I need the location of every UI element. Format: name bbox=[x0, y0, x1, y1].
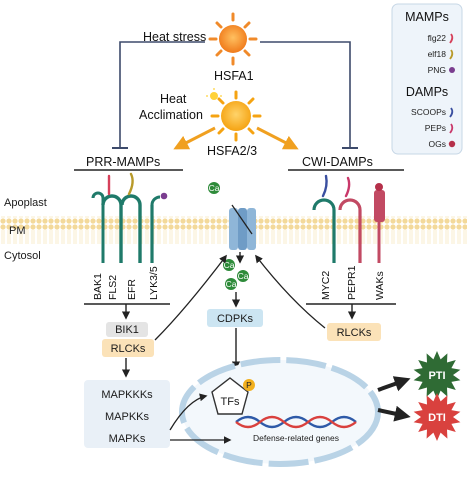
legend-ogs: OGs bbox=[429, 139, 446, 149]
svg-text:P: P bbox=[246, 380, 252, 390]
mapk-cascade-box bbox=[84, 380, 170, 448]
rlcks-right-box bbox=[327, 323, 381, 341]
legend-mamps-title: MAMPs bbox=[405, 10, 449, 24]
cwi-damps-header: CWI-DAMPs bbox=[302, 155, 373, 169]
cwi-receptors bbox=[312, 174, 385, 263]
fls2-label: FLS2 bbox=[107, 275, 119, 300]
defense-genes-label: Defense-related genes bbox=[253, 433, 339, 443]
apoplast-label: Apoplast bbox=[4, 197, 47, 209]
prr-mamps-header: PRR-MAMPs bbox=[86, 155, 160, 169]
prr-receptors bbox=[91, 172, 168, 263]
cytosol-label: Cytosol bbox=[4, 250, 41, 262]
starburst-shape bbox=[413, 351, 461, 399]
mapks-label: MAPKs bbox=[109, 433, 146, 445]
dti-badge bbox=[413, 393, 461, 441]
pepr1-label: PEPR1 bbox=[346, 265, 358, 300]
svg-text:Ca: Ca bbox=[238, 271, 249, 281]
acclimation-label: Acclimation bbox=[139, 108, 203, 122]
dti-label: DTI bbox=[428, 412, 446, 424]
rlcks-left-label: RLCKs bbox=[111, 343, 146, 355]
svg-text:Ca: Ca bbox=[209, 183, 220, 193]
svg-text:Ca: Ca bbox=[226, 279, 237, 289]
legend: MAMPs flg22 elf18 PNG DAMPs SCOOPs PEPs … bbox=[391, 3, 463, 155]
pm-label: PM bbox=[9, 225, 26, 237]
calcium-ion-icon: Ca Ca Ca Ca bbox=[208, 182, 249, 290]
dna-icon bbox=[235, 415, 357, 429]
hsfa1-inhibition-lines bbox=[112, 41, 358, 149]
hsfa23-label: HSFA2/3 bbox=[207, 144, 257, 158]
heat-stress-label: Heat stress bbox=[143, 30, 206, 44]
heat-label: Heat bbox=[160, 92, 187, 106]
bik1-label: BIK1 bbox=[115, 324, 139, 336]
legend-peps: PEPs bbox=[425, 123, 446, 133]
myc2-label: MYC2 bbox=[320, 271, 332, 300]
tfs-label: TFs bbox=[221, 396, 240, 408]
calcium-channel-icon bbox=[229, 204, 256, 250]
bak1-label: BAK1 bbox=[92, 273, 104, 300]
rlcks-left-box bbox=[102, 339, 154, 357]
efr-label: EFR bbox=[126, 279, 138, 300]
nucleus bbox=[179, 357, 381, 467]
pti-badge bbox=[413, 351, 461, 399]
legend-damps-title: DAMPs bbox=[406, 85, 448, 99]
heat-stress-sun-icon bbox=[208, 12, 258, 66]
legend-scoops: SCOOPs bbox=[411, 107, 446, 117]
cdpks-box bbox=[207, 309, 263, 327]
mapkkks-label: MAPKKKs bbox=[101, 389, 153, 401]
hsfa23-arrows bbox=[173, 126, 299, 150]
pti-label: PTI bbox=[428, 370, 445, 382]
lyk35-label: LYK3/5 bbox=[148, 266, 160, 300]
legend-flg22: flg22 bbox=[428, 33, 447, 43]
waks-label: WAKs bbox=[374, 271, 386, 300]
legend-elf18: elf18 bbox=[428, 49, 447, 59]
cdpks-label: CDPKs bbox=[217, 313, 254, 325]
svg-text:Ca: Ca bbox=[224, 260, 235, 270]
heat-acclimation-sun-icon bbox=[206, 88, 262, 142]
rlcks-right-label: RLCKs bbox=[337, 327, 372, 339]
starburst-shape bbox=[413, 393, 461, 441]
hsfa1-label: HSFA1 bbox=[214, 69, 254, 83]
tfs-icon: P bbox=[211, 377, 255, 415]
bik1-box bbox=[106, 322, 148, 337]
mapkks-label: MAPKKs bbox=[105, 411, 150, 423]
legend-png: PNG bbox=[428, 65, 446, 75]
